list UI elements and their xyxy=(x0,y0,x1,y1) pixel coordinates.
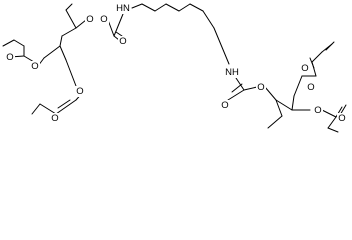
atom-label-o-link-lower-left: O xyxy=(75,86,85,97)
svg-text:HN: HN xyxy=(116,3,130,14)
bond-line xyxy=(291,95,295,111)
bond-line xyxy=(321,109,337,118)
bond-line xyxy=(154,3,167,12)
svg-text:O: O xyxy=(221,100,228,111)
bond-line xyxy=(65,59,77,87)
bond-line xyxy=(235,77,245,91)
bond-line xyxy=(264,86,277,101)
bond-line xyxy=(131,3,143,9)
svg-text:O: O xyxy=(338,113,345,124)
svg-text:O: O xyxy=(119,36,126,47)
svg-text:NH: NH xyxy=(225,67,239,78)
svg-text:O: O xyxy=(257,82,264,93)
bond-line xyxy=(213,27,230,65)
bond-line xyxy=(115,31,123,37)
bond-line xyxy=(13,39,25,47)
bond-line xyxy=(293,75,303,97)
atom-labels: O O O O O O HN NH xyxy=(5,3,347,124)
bond-line xyxy=(75,19,87,29)
bond-line xyxy=(165,3,180,12)
bond-line xyxy=(243,86,258,91)
bond-line xyxy=(55,99,77,115)
chemical-structure-diagram: O O O O O O HN NH xyxy=(2,3,347,133)
svg-text:O: O xyxy=(51,113,58,124)
atom-label-o-carbonyl-carbamate-bottom: O xyxy=(220,100,230,111)
atom-label-o-carbonyl-right-lower: O xyxy=(337,113,347,124)
atom-label-o-link-top-left: O xyxy=(85,14,95,25)
atom-label-o-carbonyl-left: O xyxy=(5,52,15,63)
bond-line xyxy=(325,41,335,51)
bond-line xyxy=(65,9,77,29)
atom-label-o-link-right-upper: O xyxy=(300,63,310,74)
svg-text:O: O xyxy=(100,14,107,25)
bond-line xyxy=(113,13,124,37)
bond-line xyxy=(57,99,71,109)
atom-label-o-carbonyl-carbamate-top: O xyxy=(118,36,128,47)
bond-line xyxy=(227,89,245,101)
bond-line xyxy=(231,83,243,93)
svg-text:O: O xyxy=(76,86,83,97)
bond-line xyxy=(309,57,315,69)
bond-line xyxy=(61,27,77,37)
svg-text:O: O xyxy=(86,14,93,25)
bond-line xyxy=(65,3,73,11)
bond-line xyxy=(275,99,283,117)
svg-text:O: O xyxy=(301,63,308,74)
bond-line xyxy=(178,3,191,12)
bond-line xyxy=(43,45,61,59)
atom-label-nh-top: HN xyxy=(115,3,131,14)
bond-line xyxy=(39,103,57,115)
svg-text:O: O xyxy=(307,82,314,93)
bond-line xyxy=(189,3,204,12)
bond-line xyxy=(327,127,339,133)
bond-line xyxy=(141,3,156,12)
bond-line xyxy=(275,99,293,111)
atom-label-o-carbonyl-right-upper: O xyxy=(306,82,316,93)
atom-label-o-link-right-lower: O xyxy=(313,105,323,116)
atom-label-nh-bottom: NH xyxy=(224,67,240,78)
bond-line xyxy=(59,35,63,47)
bond-line xyxy=(327,116,337,129)
bond-line xyxy=(267,115,283,129)
bond-line xyxy=(2,39,15,47)
bond-line xyxy=(202,10,215,29)
atom-label-o-ester-left: O xyxy=(30,61,40,72)
atom-label-o-carbamate-bottom: O xyxy=(256,82,266,93)
bond-line xyxy=(311,51,323,63)
atom-label-o-carbamate-top: O xyxy=(99,14,109,25)
bond-line xyxy=(59,45,67,61)
bond-line xyxy=(31,103,41,115)
svg-text:O: O xyxy=(6,52,13,63)
atom-label-o-carbonyl-left-lower: O xyxy=(50,113,60,124)
svg-text:O: O xyxy=(31,61,38,72)
svg-text:O: O xyxy=(314,105,321,116)
